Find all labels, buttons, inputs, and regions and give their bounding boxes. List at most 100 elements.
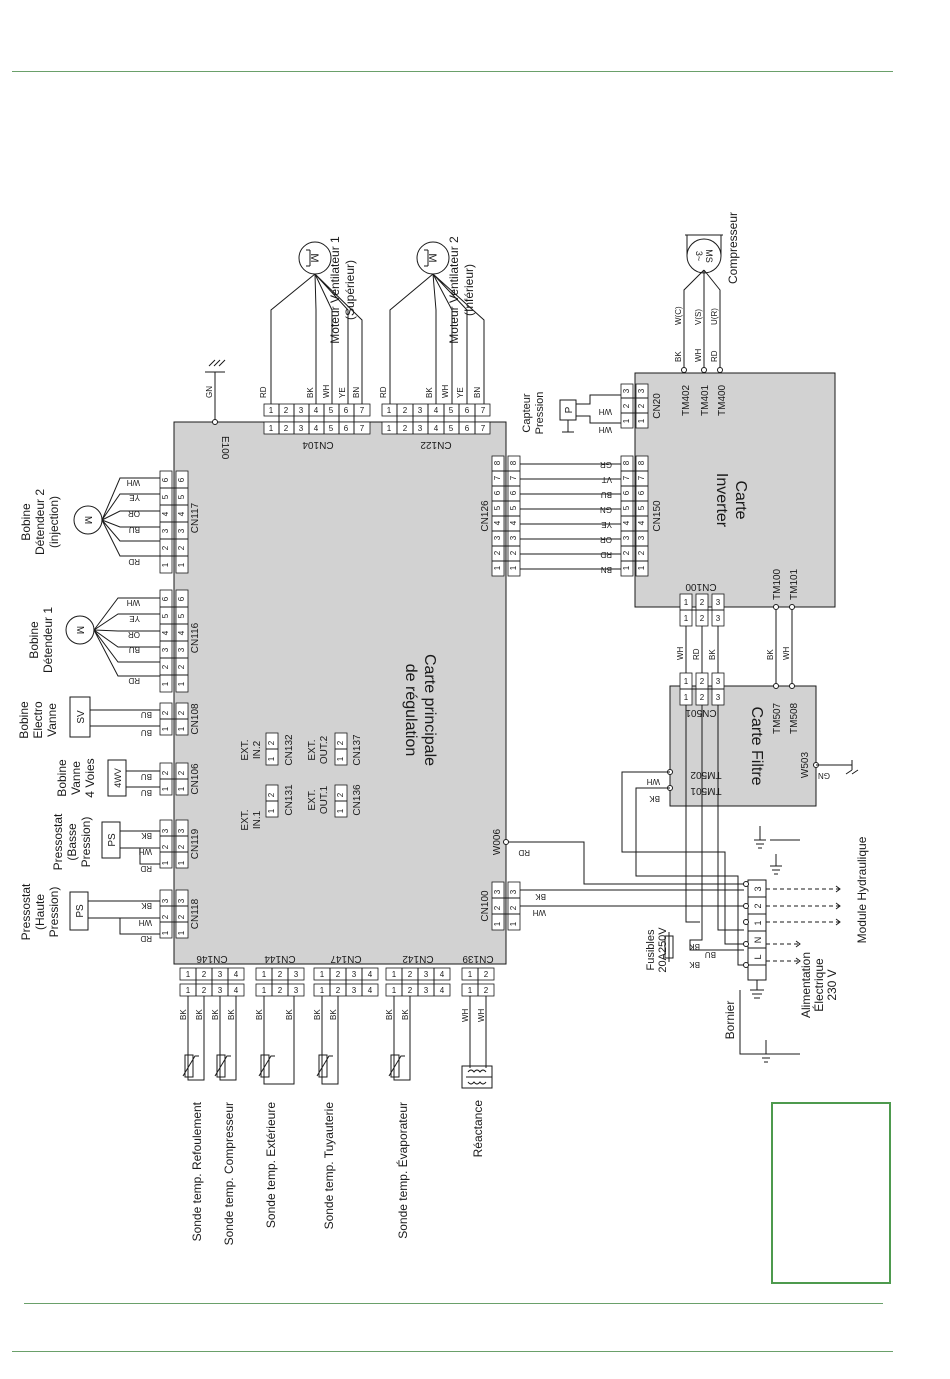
svg-text:4: 4 (314, 424, 319, 433)
svg-text:6: 6 (493, 490, 502, 495)
ext-in2-line2: IN.2 (252, 740, 263, 759)
svg-text:5: 5 (161, 494, 170, 499)
main-board-label-line1: Carte principale (421, 654, 438, 766)
svg-text:7: 7 (481, 424, 486, 433)
pressostat-hp-symbol: PS (75, 904, 86, 918)
svg-text:YE: YE (456, 387, 465, 398)
pressure-sensor-label-2: Pression (534, 392, 546, 435)
svg-text:4: 4 (434, 406, 439, 415)
svg-text:2: 2 (336, 986, 341, 995)
four-way-valve-label-2: Vanne (69, 761, 83, 795)
svg-text:6: 6 (465, 406, 470, 415)
svg-text:WH: WH (126, 478, 140, 487)
compressor: MS 3~ Compresseur W(C) V(S) U(R) BK WH R… (674, 212, 740, 416)
inverter-board-label-line2: Inverter (713, 473, 730, 528)
tm100-label: TM100 (772, 568, 783, 600)
tm101-label: TM101 (789, 568, 800, 600)
svg-text:6: 6 (637, 490, 646, 495)
svg-text:RD: RD (692, 648, 701, 660)
svg-text:1: 1 (392, 970, 397, 979)
svg-text:1: 1 (387, 424, 392, 433)
alimentation-label-1: Alimentation (799, 952, 813, 1018)
svg-text:2: 2 (161, 545, 170, 550)
svg-text:WH: WH (477, 1008, 486, 1022)
svg-text:2: 2 (161, 710, 170, 715)
svg-text:1: 1 (493, 565, 502, 570)
svg-text:6: 6 (622, 490, 631, 495)
svg-text:7: 7 (493, 475, 502, 480)
cn144-label: CN144 (264, 953, 296, 964)
svg-text:BU: BU (129, 645, 140, 654)
svg-text:BK: BK (708, 649, 717, 660)
svg-text:BK: BK (306, 387, 315, 398)
svg-text:2: 2 (202, 986, 207, 995)
terminal-mark-l: L (753, 954, 763, 959)
svg-text:4: 4 (434, 424, 439, 433)
pressostat-bp: PS Pressostat (Basse Pression) (51, 813, 160, 870)
svg-text:BN: BN (601, 565, 612, 574)
svg-text:YE: YE (601, 520, 612, 529)
svg-text:1: 1 (509, 565, 518, 570)
cn137-label: CN137 (352, 734, 363, 766)
svg-text:3: 3 (299, 406, 304, 415)
svg-text:8: 8 (493, 460, 502, 465)
svg-text:YE: YE (129, 614, 140, 623)
cn117-wire-colors: WH YE OR BU RD (126, 478, 140, 566)
footer-rule-lower (12, 1351, 893, 1352)
svg-text:BK: BK (535, 892, 546, 901)
svg-text:RD: RD (710, 350, 719, 362)
svg-text:WH: WH (461, 1008, 470, 1022)
svg-text:BK: BK (766, 649, 775, 660)
svg-text:3: 3 (161, 647, 170, 652)
tm502-label: TM502 (690, 769, 722, 780)
svg-text:3: 3 (418, 406, 423, 415)
svg-text:2: 2 (161, 770, 170, 775)
svg-text:3: 3 (161, 898, 170, 903)
svg-text:GN: GN (205, 386, 214, 398)
main-board-label: Carte principale de régulation (402, 654, 438, 766)
svg-text:5: 5 (329, 406, 334, 415)
sensor-label-exterieure: Sonde temp. Extérieure (264, 1102, 278, 1228)
w503-label: W503 (800, 752, 811, 779)
fan-motor-1-sublabel: (Supérieur) (343, 260, 357, 320)
svg-text:1: 1 (161, 930, 170, 935)
svg-text:V(S): V(S) (694, 309, 703, 325)
svg-text:RD: RD (128, 557, 140, 566)
footer-rule-upper (24, 1303, 883, 1304)
svg-text:7: 7 (637, 475, 646, 480)
ext-connectors: EXT.IN.1 12 CN131 EXT.IN.2 12 CN132 EXT.… (240, 732, 363, 831)
svg-text:BK: BK (674, 351, 683, 362)
svg-text:3: 3 (716, 598, 721, 607)
main-board-label-line2: de régulation (402, 664, 419, 757)
svg-text:RD: RD (518, 848, 530, 857)
cn146-label: CN146 (196, 953, 228, 964)
svg-text:2: 2 (509, 550, 518, 555)
svg-text:3: 3 (493, 889, 502, 894)
header-rule (12, 71, 893, 72)
ground-e100: GN E100 (205, 359, 230, 460)
terminal-mark-n: N (753, 937, 763, 944)
cn139-label: CN139 (462, 953, 494, 964)
pressostat-bp-symbol: PS (107, 833, 118, 847)
filter-board-label: Carte Filtre (748, 706, 765, 785)
svg-text:1: 1 (509, 921, 518, 926)
svg-text:BK: BK (329, 1009, 338, 1020)
svg-text:1: 1 (336, 808, 345, 813)
svg-text:1: 1 (161, 860, 170, 865)
svg-text:2: 2 (700, 693, 705, 702)
cn116-wire-colors: WH YE OR BU RD (126, 598, 140, 685)
svg-text:2: 2 (493, 905, 502, 910)
svg-text:BK: BK (689, 942, 700, 951)
svg-text:2: 2 (622, 403, 631, 408)
svg-text:BN: BN (352, 387, 361, 398)
cn100-main-label: CN100 (480, 890, 491, 922)
